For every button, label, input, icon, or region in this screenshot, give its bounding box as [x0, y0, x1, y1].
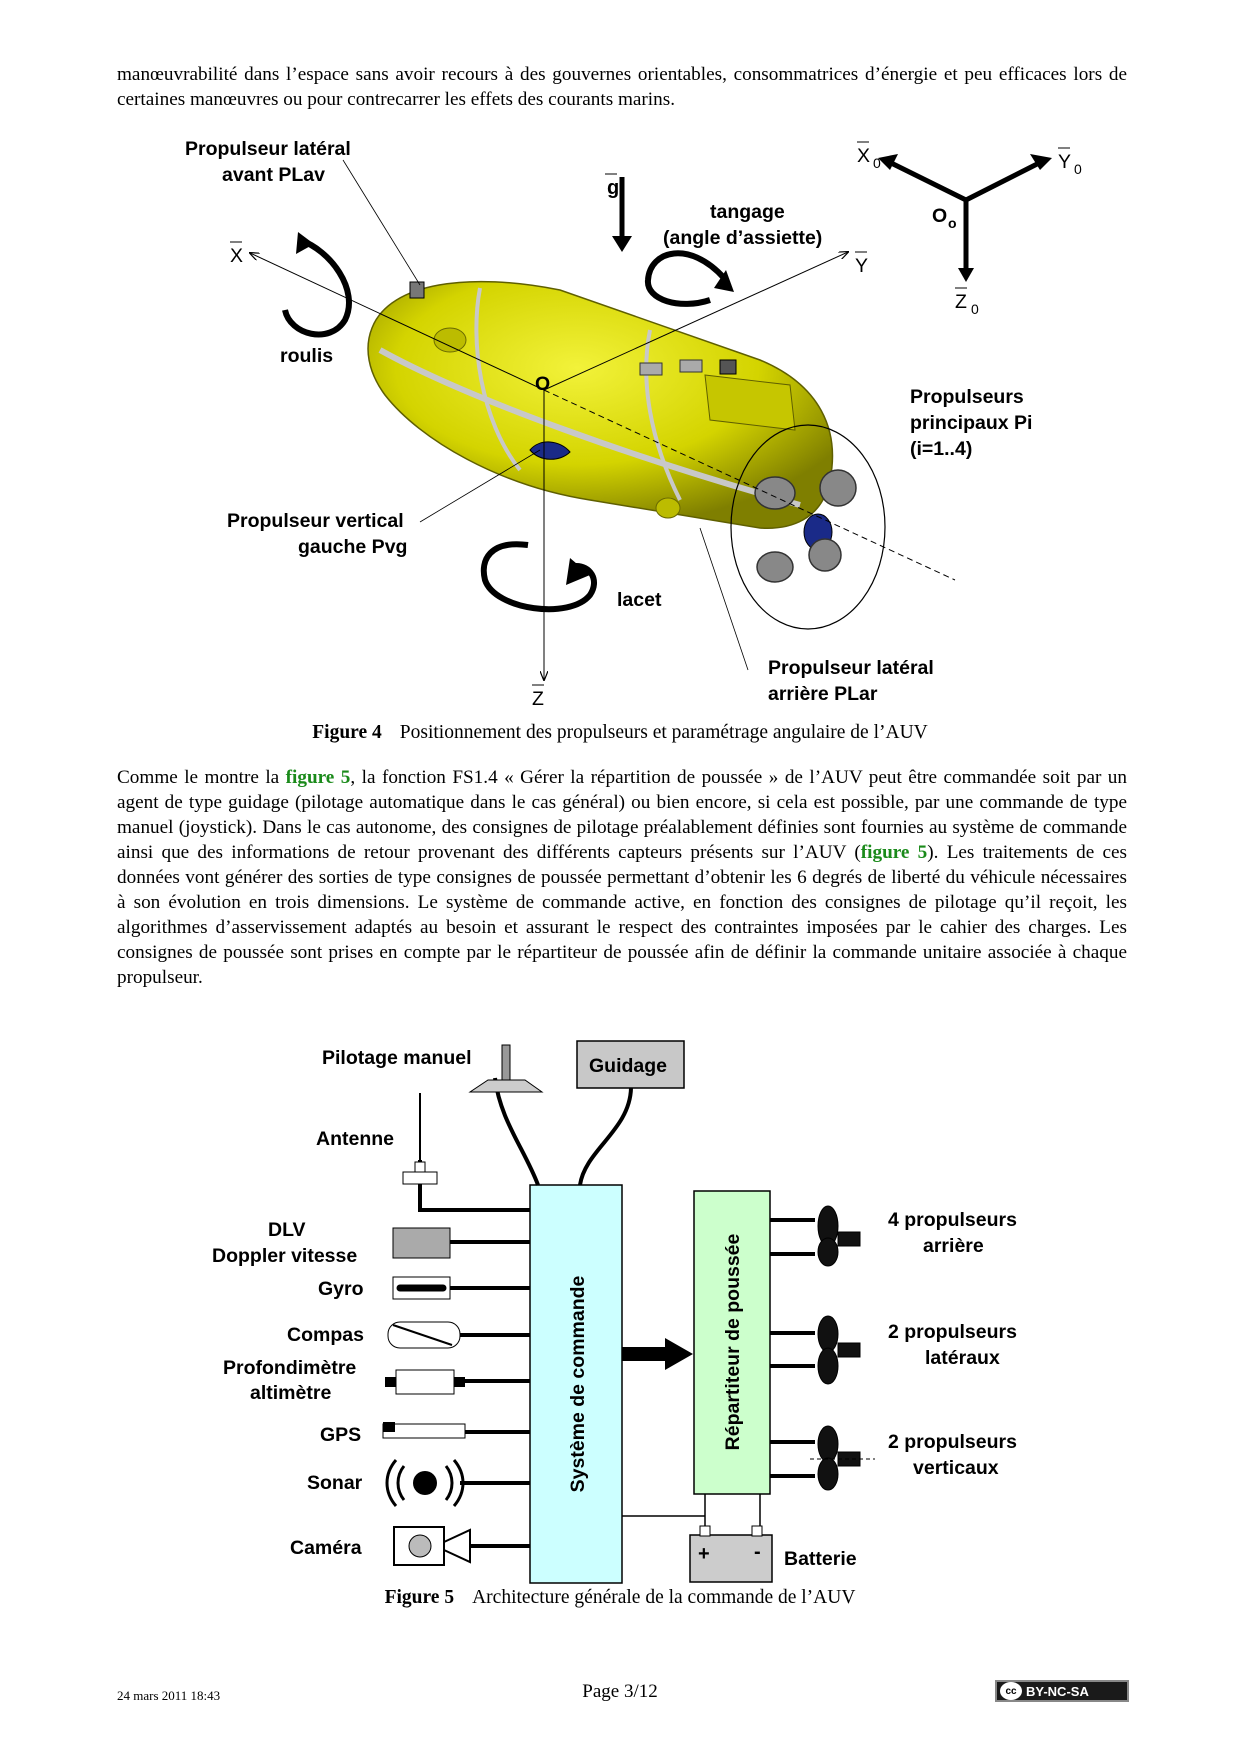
repartiteur-de-poussee-box — [693, 1190, 771, 1495]
label-roulis: roulis — [280, 345, 333, 367]
label-o0: O — [932, 205, 947, 227]
batterie-icon — [689, 1534, 773, 1583]
sonar-icon — [385, 1459, 465, 1507]
label-z: Z — [532, 688, 544, 710]
label-plar-1: Propulseur latéral — [768, 657, 934, 679]
commande-to-repartiteur-arrow — [622, 1338, 693, 1370]
label-y0: Y — [1058, 151, 1071, 173]
gps-icon — [382, 1422, 466, 1439]
label-plav-2: avant PLav — [222, 164, 325, 186]
label-4-propulseurs: 4 propulseurs — [888, 1209, 1017, 1231]
para-text-1: Comme le montre la — [117, 767, 286, 788]
label-plav-1: Propulseur latéral — [185, 138, 351, 160]
para-text-3: ). Les traitements de ces données vont g… — [117, 842, 1127, 988]
figure-5-caption: Figure 5 Architecture générale de la comm… — [0, 1587, 1240, 1609]
label-2-propulseurs-vert: 2 propulseurs — [888, 1431, 1017, 1453]
label-pilotage-manuel: Pilotage manuel — [322, 1047, 472, 1069]
label-plar-2: arrière PLar — [768, 683, 878, 705]
figure-4-caption-label: Figure 4 — [312, 722, 382, 743]
page-number: Page 3/12 — [582, 1681, 658, 1702]
figure-5-link-2[interactable]: figure 5 — [860, 842, 928, 863]
label-gps: GPS — [320, 1424, 361, 1446]
label-pi-3: (i=1..4) — [910, 438, 972, 460]
label-camera: Caméra — [290, 1537, 362, 1559]
figure-5-link-1[interactable]: figure 5 — [285, 767, 351, 788]
compas-icon — [387, 1321, 461, 1349]
figure-4-caption-text: Positionnement des propulseurs et paramé… — [399, 722, 928, 743]
label-doppler-vitesse: Doppler vitesse — [212, 1245, 357, 1267]
main-thrusters-circle — [730, 424, 886, 630]
rotation-arrows — [282, 177, 727, 613]
label-guidage: Guidage — [589, 1055, 667, 1077]
dlv-icon — [392, 1227, 451, 1259]
intro-paragraph: manœuvrabilité dans l’espace sans avoir … — [117, 64, 1127, 110]
label-pvg-2: gauche Pvg — [298, 536, 407, 558]
label-profondimetre: Profondimètre — [223, 1357, 356, 1379]
battery-plus: + — [698, 1543, 710, 1565]
label-sonar: Sonar — [307, 1472, 363, 1494]
label-batterie: Batterie — [784, 1548, 857, 1570]
label-x0-sub: 0 — [873, 155, 881, 171]
joystick-icon — [468, 1044, 544, 1093]
label-systeme-de-commande: Système de commande — [567, 1275, 589, 1492]
thruster-icons — [817, 1205, 861, 1491]
body-paragraph: Comme le montre la figure 5, la fonction… — [117, 765, 1127, 990]
label-o: O — [535, 373, 550, 395]
label-pi-1: Propulseurs — [910, 386, 1024, 408]
label-pi-2: principaux Pi — [910, 412, 1032, 434]
gyro-icon — [392, 1276, 451, 1300]
figure-5-caption-label: Figure 5 — [384, 1587, 455, 1608]
label-dlv: DLV — [268, 1219, 306, 1241]
label-arriere: arrière — [923, 1235, 984, 1257]
label-y: Y — [855, 255, 868, 277]
label-verticaux: verticaux — [913, 1457, 999, 1479]
profondimetre-icon — [385, 1369, 465, 1395]
label-gyro: Gyro — [318, 1278, 364, 1300]
label-tangage-2: (angle d’assiette) — [663, 227, 822, 249]
label-antenne: Antenne — [316, 1128, 394, 1150]
label-compas: Compas — [287, 1324, 364, 1346]
figure-4-labels: Propulseur latéral avant PLav g tangage … — [185, 138, 1082, 710]
label-pvg-1: Propulseur vertical — [227, 510, 404, 532]
figure-4-caption: Figure 4 Positionnement des propulseurs e… — [0, 722, 1240, 744]
battery-minus: - — [754, 1541, 761, 1563]
cc-icon: cc — [1000, 1682, 1022, 1700]
antenna-icon — [402, 1093, 438, 1185]
label-z0-sub: 0 — [971, 301, 979, 317]
label-o0-sub: o — [948, 215, 957, 231]
label-z0: Z — [955, 291, 967, 313]
camera-icon — [393, 1526, 471, 1566]
figure-5-caption-text: Architecture générale de la commande de … — [472, 1587, 856, 1608]
label-x: X — [230, 245, 243, 267]
label-y0-sub: 0 — [1074, 161, 1082, 177]
leader-lines — [342, 159, 749, 671]
license-text: BY-NC-SA — [1026, 1683, 1089, 1699]
label-2-propulseurs-lat: 2 propulseurs — [888, 1321, 1017, 1343]
footer-date: 24 mars 2011 18:43 — [117, 1688, 221, 1703]
body-axes — [250, 252, 956, 680]
rotation-arrowheads — [296, 232, 734, 585]
global-frame — [883, 157, 1047, 270]
systeme-de-commande-box — [529, 1184, 623, 1584]
figure-4-auv-diagram: Propulseur latéral avant PLav g tangage … — [185, 138, 1082, 710]
label-x0: X — [857, 145, 870, 167]
license-badge[interactable]: cc BY-NC-SA — [995, 1680, 1129, 1702]
label-altimetre: altimètre — [250, 1382, 331, 1404]
label-lacet: lacet — [617, 589, 662, 611]
para-text-2: , la fonction FS1.4 « Gérer la répartiti… — [117, 767, 1127, 863]
label-tangage-1: tangage — [710, 201, 785, 223]
label-repartiteur-de-poussee: Répartiteur de poussée — [722, 1233, 744, 1450]
label-g: g — [607, 177, 619, 199]
label-lateraux: latéraux — [925, 1347, 1000, 1369]
